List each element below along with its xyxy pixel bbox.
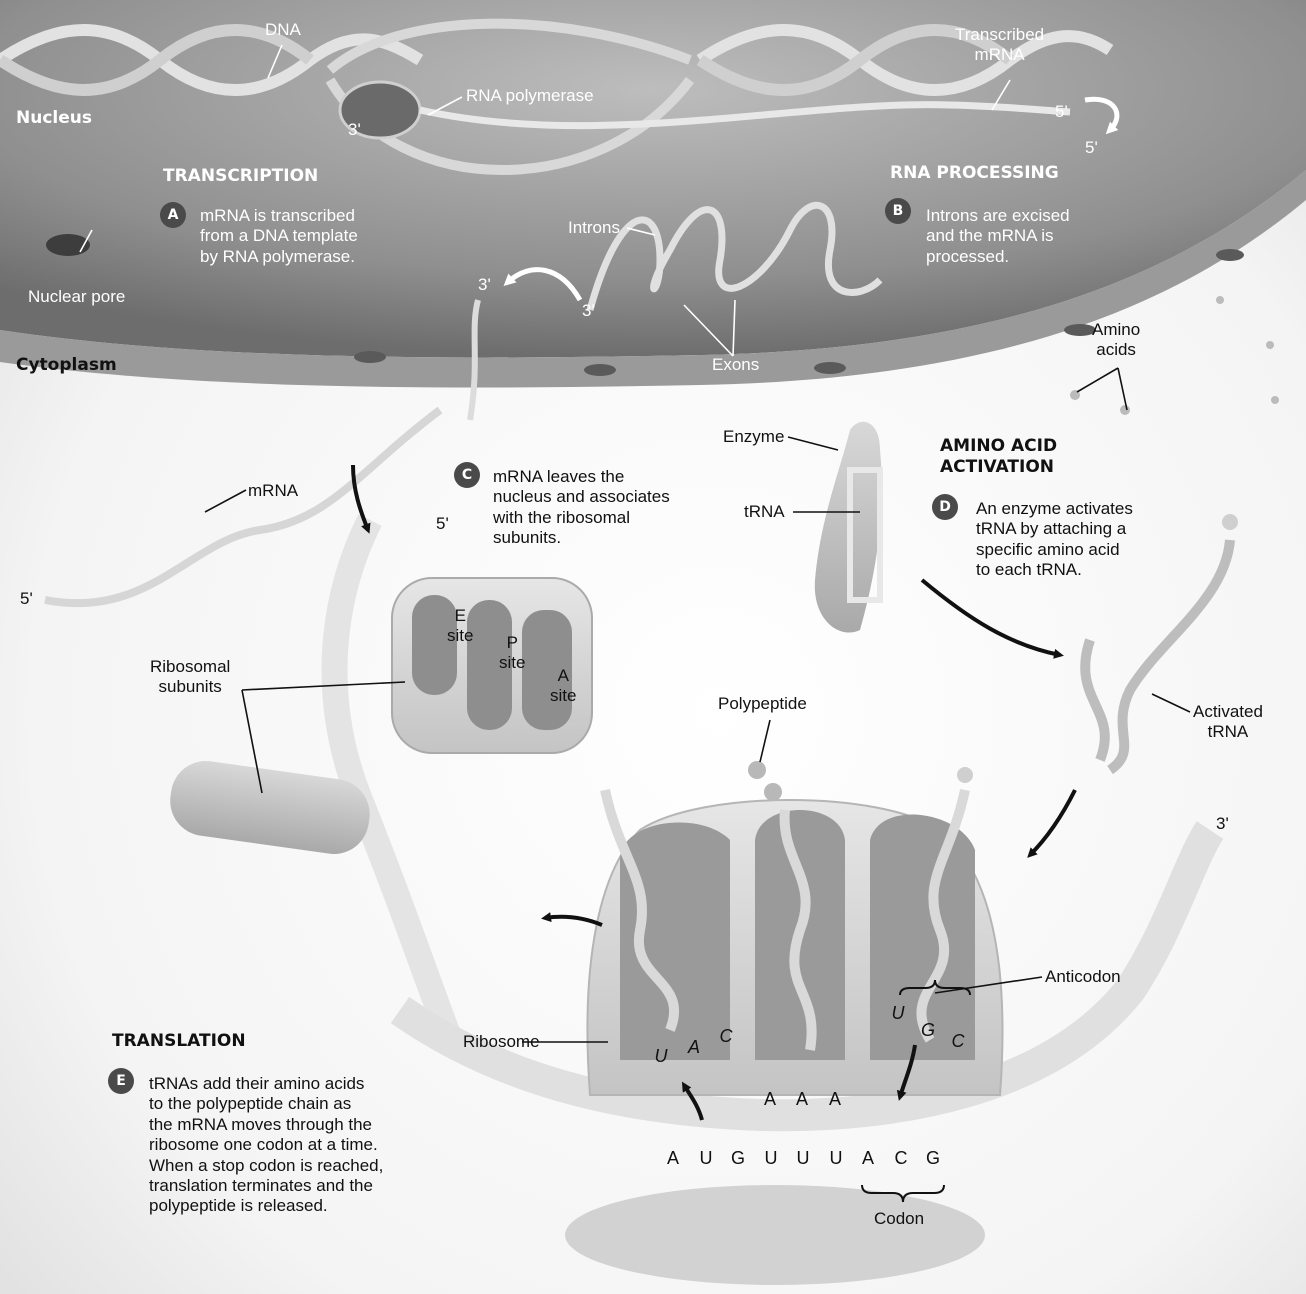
nuclear-pore-label: Nuclear pore — [28, 287, 125, 307]
amino-acids-label: Amino acids — [1092, 320, 1140, 361]
five-prime-ribbon-label: 5' — [436, 514, 449, 534]
five-prime-upper-label: 5' — [1055, 102, 1068, 122]
enzyme-label: Enzyme — [723, 427, 784, 447]
trna-label: tRNA — [744, 502, 785, 522]
mrna-base: G — [728, 1148, 748, 1169]
step-a-badge: A — [160, 202, 186, 228]
mrna-base: G — [923, 1148, 943, 1169]
anticodon-base-right: G — [918, 1020, 938, 1041]
five-prime-lower-label: 5' — [1085, 138, 1098, 158]
step-e-text: tRNAs add their amino acids to the polyp… — [149, 1074, 383, 1217]
anticodon-base-left: A — [684, 1037, 704, 1058]
mrna-base: A — [663, 1148, 683, 1169]
anticodon-base-middle: A — [825, 1089, 845, 1110]
step-e-badge: E — [108, 1068, 134, 1094]
a-site-label: A site — [550, 666, 576, 707]
transcribed-mrna-label: Transcribed mRNA — [955, 25, 1044, 66]
rna-polymerase-label: RNA polymerase — [466, 86, 594, 106]
rna-processing-heading: RNA PROCESSING — [890, 163, 1059, 184]
cytoplasm-label: Cytoplasm — [16, 355, 117, 376]
mrna-base: U — [826, 1148, 846, 1169]
transcription-heading: TRANSCRIPTION — [163, 166, 318, 187]
mrna-base: A — [858, 1148, 878, 1169]
step-d-text: An enzyme activates tRNA by attaching a … — [976, 499, 1133, 581]
anticodon-base-middle: A — [792, 1089, 812, 1110]
step-b-badge: B — [885, 198, 911, 224]
step-c-text: mRNA leaves the nucleus and associates w… — [493, 467, 670, 549]
mrna-base: U — [761, 1148, 781, 1169]
step-b-text: Introns are excised and the mRNA is proc… — [926, 206, 1070, 267]
dna-label: DNA — [265, 20, 301, 40]
anticodon-base-left: C — [716, 1026, 736, 1047]
translation-heading: TRANSLATION — [112, 1031, 246, 1052]
anticodon-base-right: C — [948, 1031, 968, 1052]
anticodon-base-left: U — [651, 1046, 671, 1067]
three-prime-dna-label: 3' — [348, 120, 361, 140]
anticodon-base-right: U — [888, 1003, 908, 1024]
three-prime-ribbon-label: 3' — [1216, 814, 1229, 834]
codon-label: Codon — [874, 1209, 924, 1229]
ribosome-label: Ribosome — [463, 1032, 540, 1052]
three-prime-right-label: 3' — [582, 301, 595, 321]
nucleus-label: Nucleus — [16, 108, 92, 129]
exons-label: Exons — [712, 355, 759, 375]
anticodon-base-middle: A — [760, 1089, 780, 1110]
mrna-base: U — [793, 1148, 813, 1169]
amino-acid-activation-heading: AMINO ACID ACTIVATION — [940, 436, 1057, 479]
mrna-base: C — [891, 1148, 911, 1169]
anticodon-label: Anticodon — [1045, 967, 1121, 987]
ribosomal-subunits-label: Ribosomal subunits — [150, 657, 230, 698]
activated-trna-label: Activated tRNA — [1193, 702, 1263, 743]
mrna-base: U — [696, 1148, 716, 1169]
five-prime-mrna-label: 5' — [20, 589, 33, 609]
step-a-text: mRNA is transcribed from a DNA template … — [200, 206, 358, 267]
e-site-label: E site — [447, 606, 473, 647]
step-c-badge: C — [454, 462, 480, 488]
introns-label: Introns — [568, 218, 620, 238]
three-prime-left-label: 3' — [478, 275, 491, 295]
step-d-badge: D — [932, 494, 958, 520]
mrna-label: mRNA — [248, 481, 298, 501]
p-site-label: P site — [499, 633, 525, 674]
polypeptide-label: Polypeptide — [718, 694, 807, 714]
